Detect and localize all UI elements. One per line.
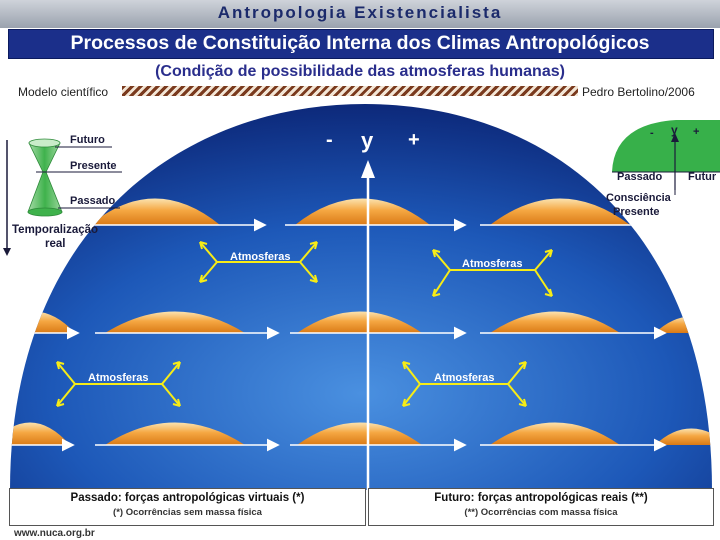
right-futuro: Futur xyxy=(688,171,717,183)
legend-real: real xyxy=(45,238,65,250)
footer-right-box: Futuro: forças antropológicas reais (**)… xyxy=(368,488,714,526)
legend-passado: Passado xyxy=(70,195,116,207)
right-y: y xyxy=(671,123,678,137)
legend-presente: Presente xyxy=(70,160,116,172)
atmosphere-label: Atmosferas xyxy=(88,372,149,384)
axis-y: y xyxy=(361,128,374,153)
footer-url[interactable]: www.nuca.org.br xyxy=(14,528,95,539)
right-consciencia: Consciência xyxy=(606,192,672,204)
right-passado: Passado xyxy=(617,171,663,183)
footer-left-main: Passado: forças antropológicas virtuais … xyxy=(10,492,365,504)
footer-right-sub: (**) Ocorrências com massa física xyxy=(369,507,713,518)
legend-futuro: Futuro xyxy=(70,134,105,146)
axis-plus: + xyxy=(408,129,420,151)
footer-right-main: Futuro: forças antropológicas reais (**) xyxy=(369,492,713,504)
legend-temporalizacao: Temporalização xyxy=(12,224,98,236)
consciousness-legend xyxy=(612,120,720,195)
right-plus: + xyxy=(693,126,699,138)
atmosphere-label: Atmosferas xyxy=(462,258,523,270)
axis-minus: - xyxy=(326,129,333,151)
down-arrow-icon xyxy=(3,248,11,256)
right-presente: Presente xyxy=(613,206,659,218)
past-cone xyxy=(28,172,62,212)
right-minus: - xyxy=(650,127,654,139)
atmosphere-label: Atmosferas xyxy=(434,372,495,384)
atmosphere-label: Atmosferas xyxy=(230,251,291,263)
footer-left-box: Passado: forças antropológicas virtuais … xyxy=(9,488,366,526)
footer-left-sub: (*) Ocorrências sem massa física xyxy=(10,507,365,518)
